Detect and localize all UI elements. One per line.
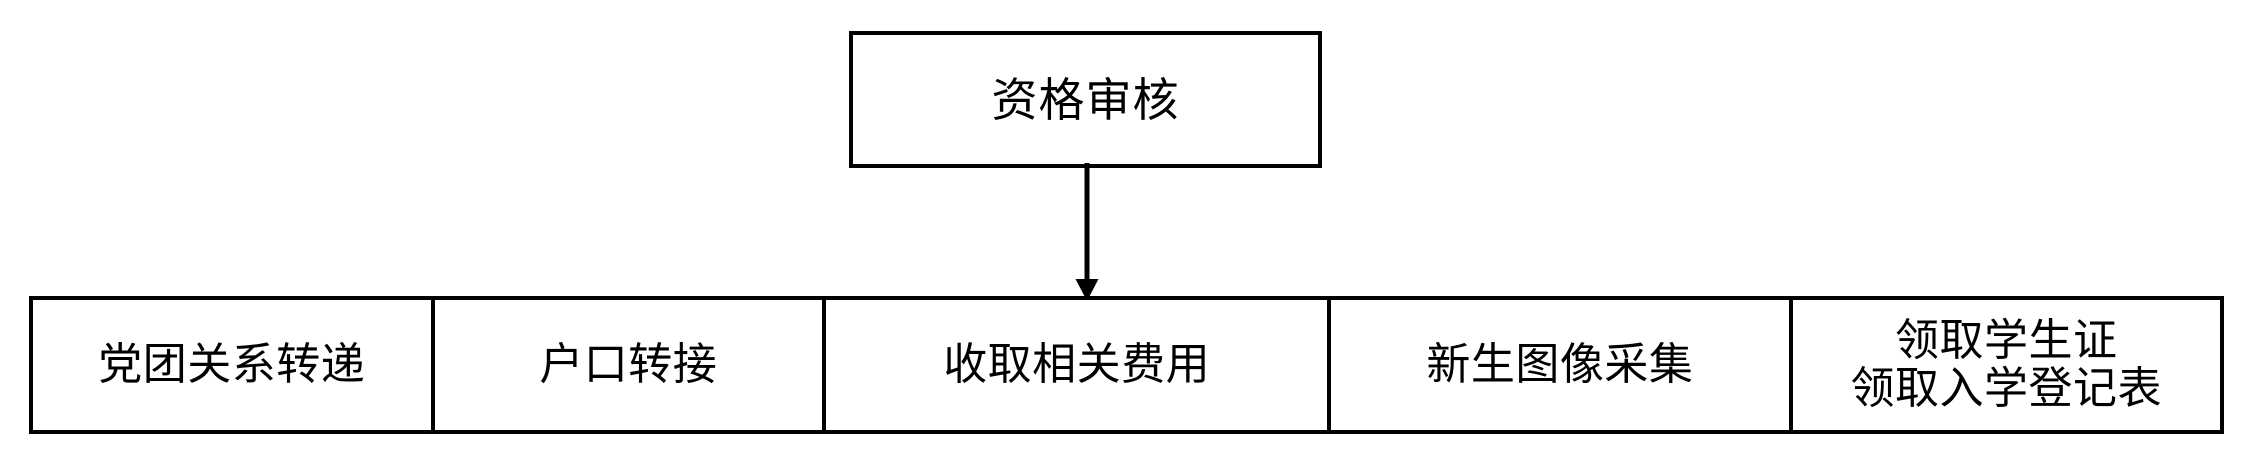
process-cell-receive-student-id-and-enrollment-form[interactable]: 领取学生证 领取入学登记表 <box>1792 300 2220 430</box>
process-cell-collect-related-fees[interactable]: 收取相关费用 <box>826 300 1332 430</box>
down-arrow-icon <box>1075 163 1099 301</box>
process-cell-household-registration-transfer-label: 户口转接 <box>539 339 718 390</box>
node-qualification-review-label: 资格审核 <box>991 72 1180 127</box>
process-cell-collect-related-fees-label: 收取相关费用 <box>943 339 1211 390</box>
node-qualification-review[interactable]: 资格审核 <box>849 31 1322 168</box>
process-row: 党团关系转递 户口转接 收取相关费用 新生图像采集 领取学生证 领取入学登记表 <box>29 296 2224 434</box>
process-cell-freshman-photo-capture-label: 新生图像采集 <box>1426 339 1694 390</box>
process-cell-party-league-transfer[interactable]: 党团关系转递 <box>33 300 435 430</box>
process-cell-freshman-photo-capture[interactable]: 新生图像采集 <box>1331 300 1793 430</box>
process-cell-receive-student-id-and-enrollment-form-label: 领取学生证 领取入学登记表 <box>1850 315 2163 414</box>
process-cell-party-league-transfer-label: 党团关系转递 <box>98 339 366 390</box>
process-cell-household-registration-transfer[interactable]: 户口转接 <box>434 300 827 430</box>
